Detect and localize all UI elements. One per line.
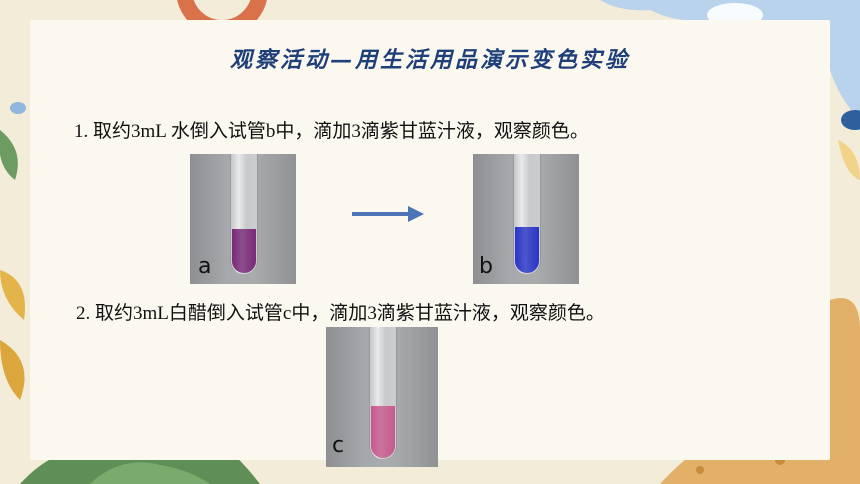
arrow-right-icon (352, 206, 424, 222)
tube-liquid-c (371, 406, 395, 458)
step-1-text: 1. 取约3mL 水倒入试管b中，滴加3滴紫甘蓝汁液，观察颜色。 (74, 121, 589, 142)
tube-photo-c: c (326, 327, 438, 467)
step-2-text: 2. 取约3mL白醋倒入试管c中，滴加3滴紫甘蓝汁液，观察颜色。 (76, 303, 605, 324)
tube-label-c: c (332, 433, 345, 458)
leaf-shape (0, 340, 25, 400)
tube-liquid-b (515, 227, 539, 273)
tube-liquid-a (232, 229, 256, 273)
leaf-shape (0, 130, 18, 180)
tube-photo-b: b (473, 154, 579, 284)
test-tube (513, 154, 541, 274)
slide-title: 观察活动—用生活用品演示变色实验 (229, 47, 630, 73)
tube-label-a: a (198, 254, 212, 279)
test-tube (230, 154, 258, 274)
tube-photo-a: a (190, 154, 296, 284)
tube-label-b: b (479, 254, 493, 279)
test-tube (369, 327, 397, 459)
leaf-shape (0, 270, 25, 320)
